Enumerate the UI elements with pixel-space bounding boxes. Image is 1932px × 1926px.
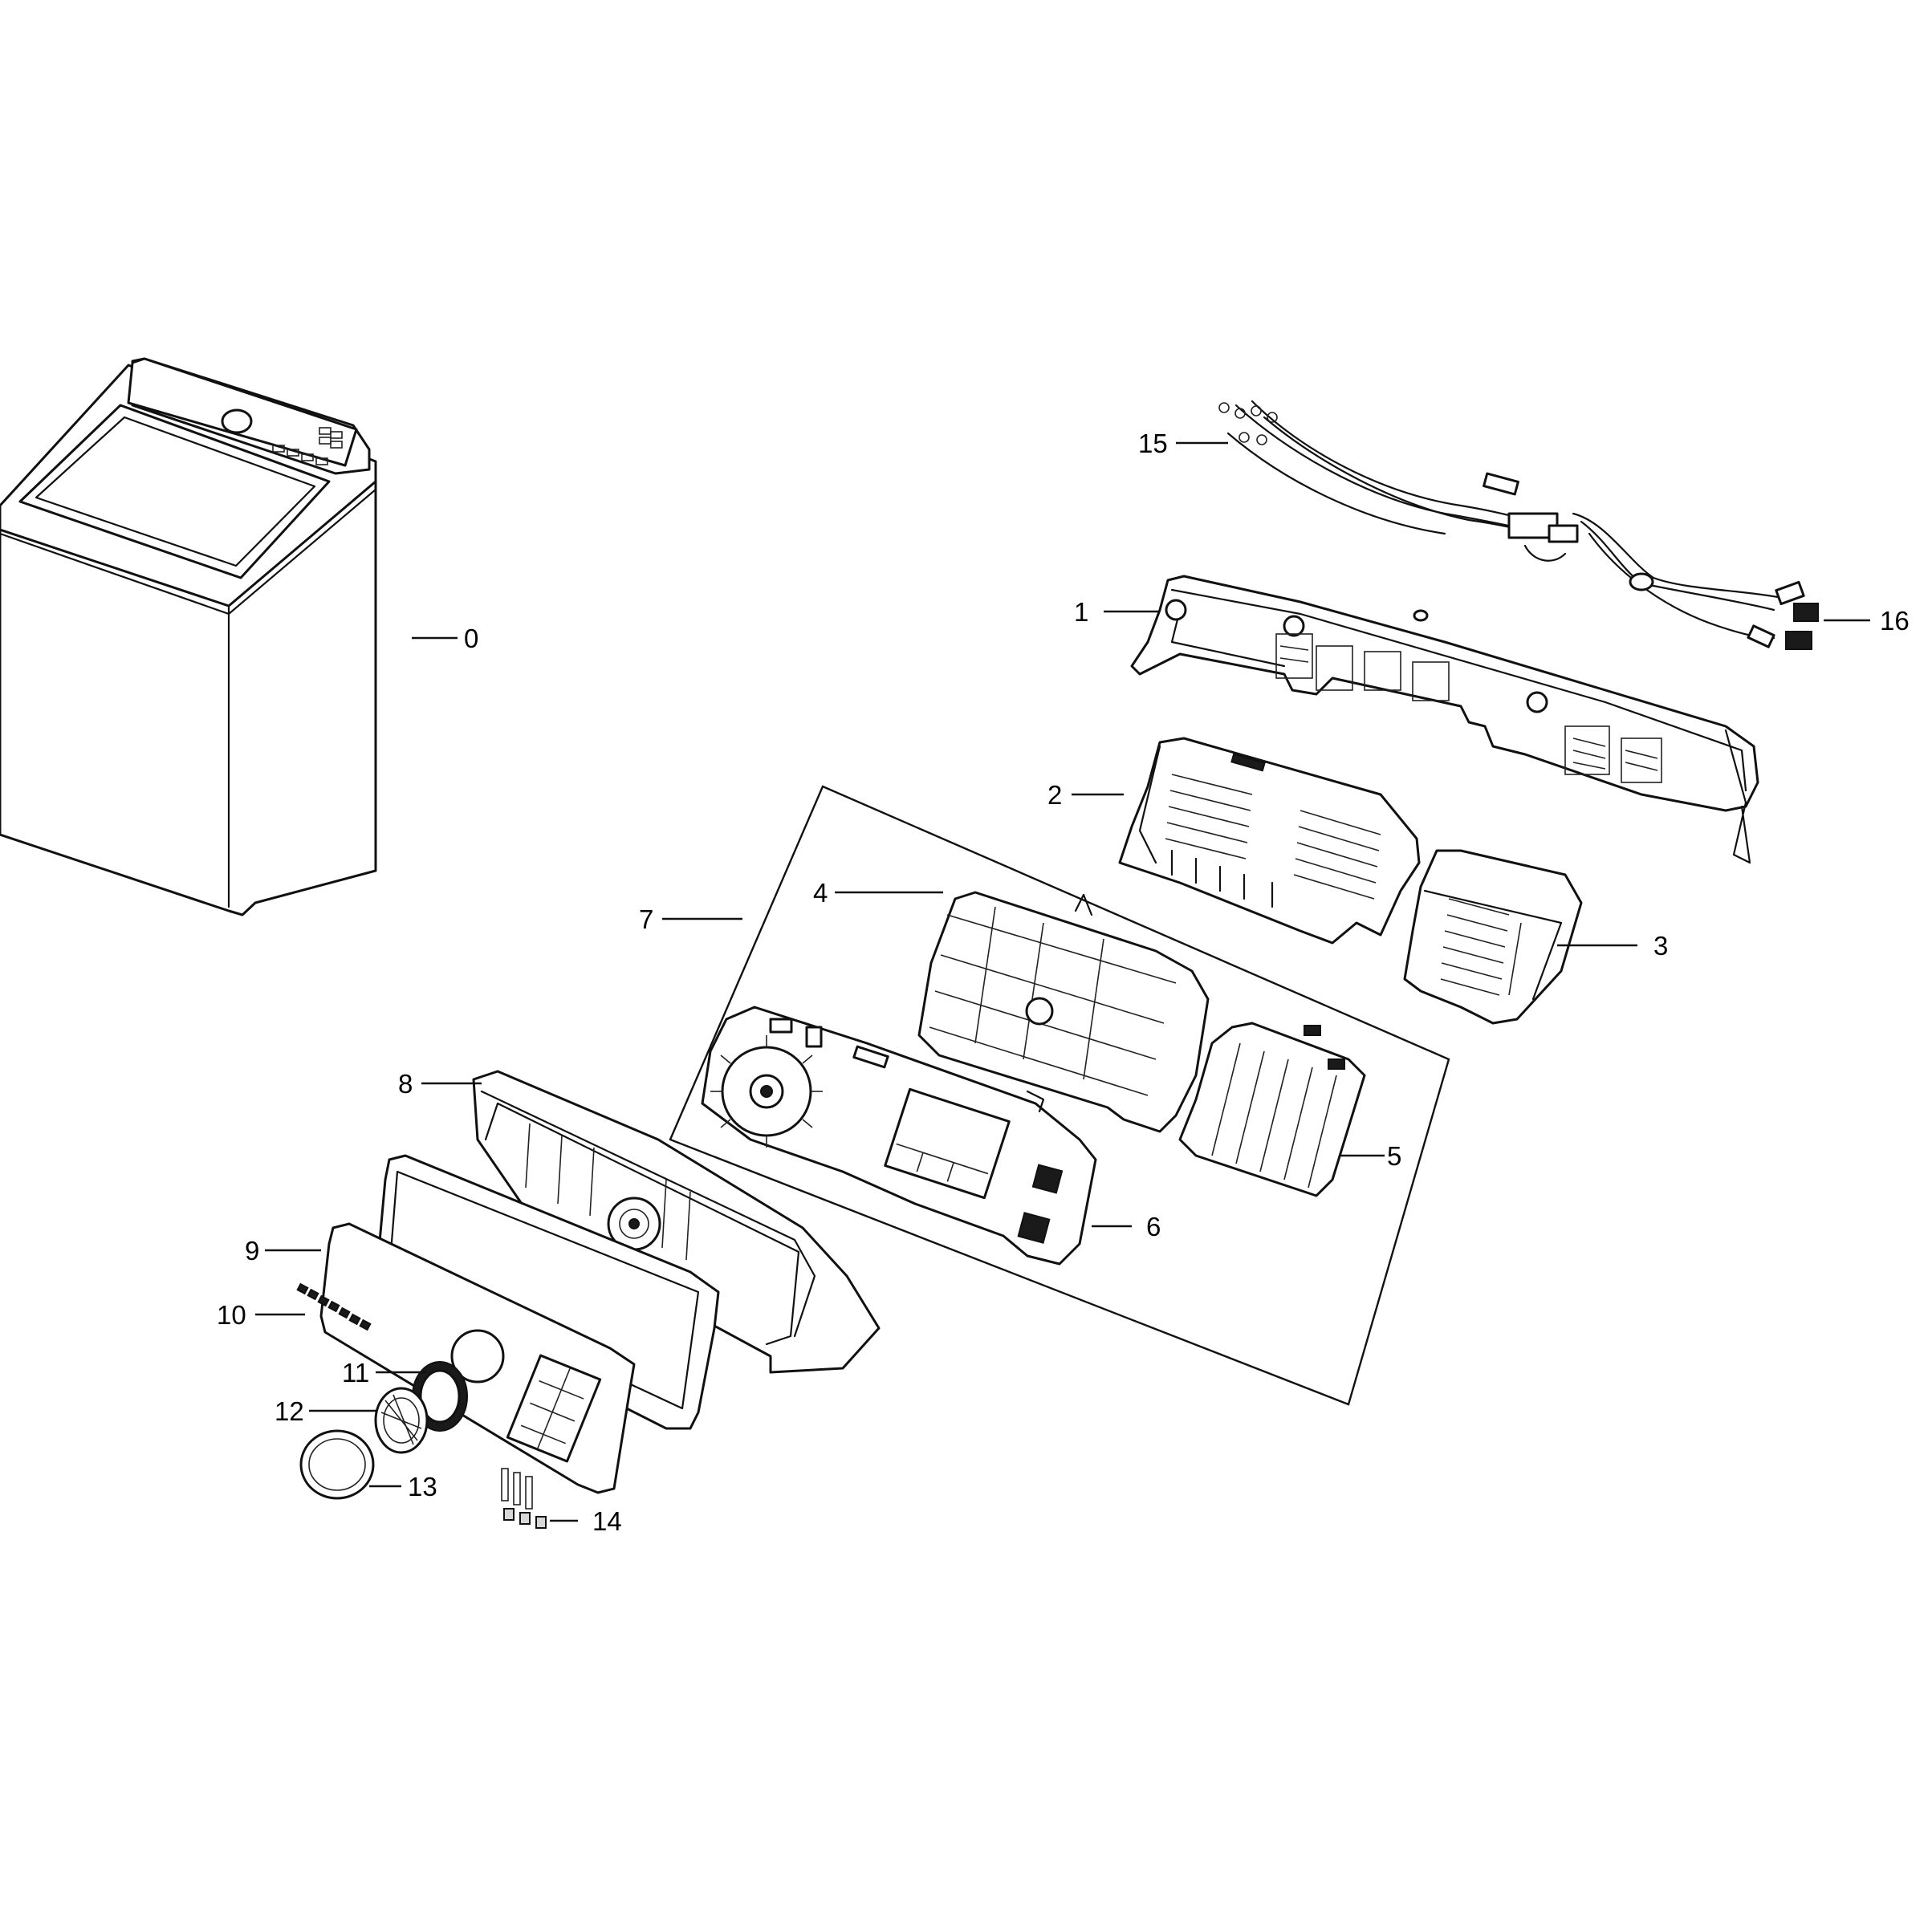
part-9-front-panel[interactable] <box>319 1154 720 1494</box>
callout-7: 7 <box>639 904 653 934</box>
part-10-samsung-badge[interactable] <box>296 1282 372 1331</box>
callout-6: 6 <box>1146 1212 1161 1241</box>
part-7-pcb-assembly-frame <box>669 785 1450 1406</box>
callout-10: 10 <box>217 1300 246 1330</box>
part-5-small-shield[interactable] <box>1178 1022 1366 1197</box>
callout-12: 12 <box>275 1396 304 1426</box>
part-15-wire-harness[interactable] <box>1218 400 1579 562</box>
callout-2: 2 <box>1047 780 1062 810</box>
callout-3: 3 <box>1653 931 1668 961</box>
part-0-washer-cabinet[interactable] <box>0 357 377 916</box>
callout-labels: 0 1 2 3 4 5 6 7 8 9 10 11 12 13 14 15 16 <box>217 429 1910 1536</box>
callout-15: 15 <box>1138 429 1168 458</box>
callout-14: 14 <box>592 1506 622 1536</box>
callout-0: 0 <box>464 624 478 653</box>
part-13-knob-cap[interactable] <box>299 1429 375 1500</box>
leader-lines <box>255 441 1870 1522</box>
part-8-control-panel-housing[interactable] <box>472 1070 881 1374</box>
callout-8: 8 <box>398 1069 413 1099</box>
callout-1: 1 <box>1074 597 1088 627</box>
part-16-wire-harness[interactable] <box>1572 512 1819 650</box>
part-2-pcb-cover[interactable] <box>1118 737 1421 945</box>
part-4-pcb-shield[interactable] <box>917 891 1210 1133</box>
part-1-control-panel-frame[interactable] <box>1130 575 1759 864</box>
part-3-side-cover[interactable] <box>1403 849 1583 1025</box>
callout-16: 16 <box>1880 606 1910 636</box>
part-6-main-pcb[interactable] <box>701 1006 1097 1266</box>
part-12-dial-insert[interactable] <box>374 1387 429 1454</box>
callout-4: 4 <box>813 878 828 908</box>
part-14-key-pad[interactable] <box>501 1468 547 1529</box>
callout-11: 11 <box>342 1358 369 1388</box>
callout-13: 13 <box>408 1472 437 1501</box>
callout-9: 9 <box>245 1236 259 1266</box>
callout-5: 5 <box>1387 1141 1401 1171</box>
